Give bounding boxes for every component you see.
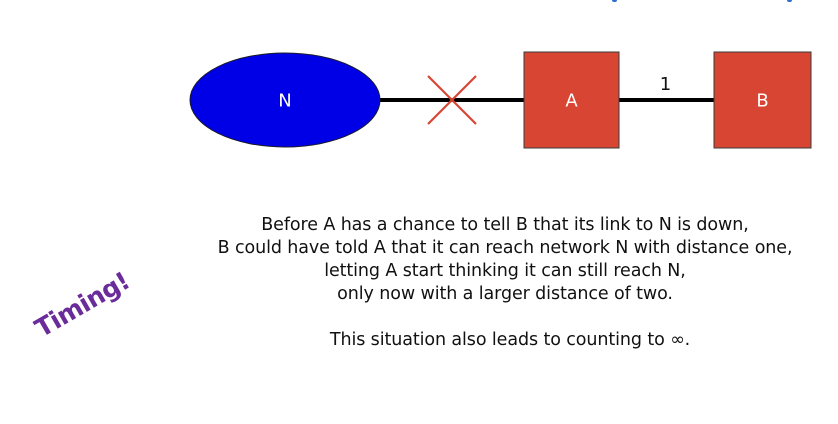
caption-conclusion: This situation also leads to counting to…	[329, 330, 691, 350]
network-node-n: N	[189, 52, 381, 148]
caption-spacer	[140, 306, 838, 329]
router-node-a: A	[523, 51, 620, 149]
caption-line: letting A start thinking it can still re…	[324, 261, 686, 281]
clipped-title-fragment	[612, 0, 617, 2]
network-diagram: N A B 1	[189, 51, 812, 149]
caption-line: B could have told A that it can reach ne…	[217, 238, 793, 258]
caption-line: Before A has a chance to tell B that its…	[261, 215, 749, 235]
timing-stamp: Timing!	[30, 266, 135, 344]
node-label-a: A	[565, 91, 578, 112]
link-down-x-icon	[427, 75, 477, 125]
clipped-title-fragment	[787, 0, 792, 2]
node-label-b: B	[756, 91, 768, 112]
router-node-b: B	[713, 51, 812, 149]
explanation-text: Before A has a chance to tell B that its…	[140, 214, 838, 352]
node-label-n: N	[278, 91, 291, 112]
link-cost-label: 1	[660, 74, 671, 95]
caption-line: only now with a larger distance of two.	[337, 284, 673, 304]
